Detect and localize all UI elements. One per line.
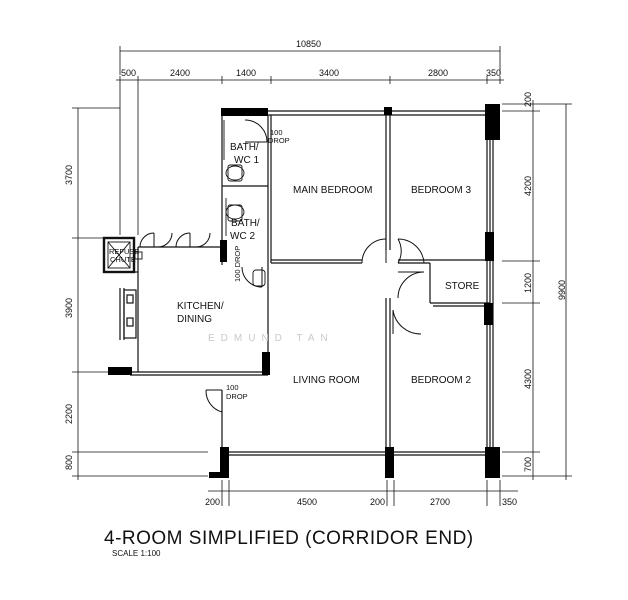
label-main-bedroom: MAIN BEDROOM [293,185,372,196]
label-bath-wc1-line2: WC 1 [234,155,259,166]
drop-labels: 100 DROP 100 DROP 100 DROP [226,128,290,401]
dim-left-3: 2200 [64,404,74,424]
dim-top-6: 350 [486,68,501,78]
room-labels: BATH/ WC 1 BATH/ WC 2 MAIN BEDROOM BEDRO… [109,142,480,386]
dim-top-2: 2400 [170,68,190,78]
label-kitchen-line1: KITCHEN/ [177,301,224,312]
label-store: STORE [445,281,480,292]
dim-bottom-5: 350 [502,497,517,507]
label-bath-wc1-line1: BATH/ [230,142,259,153]
dim-right-1: 200 [523,92,533,107]
drop-3-value: 100 [226,383,239,392]
label-bedroom-3: BEDROOM 3 [411,185,471,196]
dim-left-1: 3700 [64,165,74,185]
dim-right-3: 1200 [523,273,533,293]
plan-title: 4-ROOM SIMPLIFIED (CORRIDOR END) [104,528,474,549]
doors [139,119,425,413]
label-kitchen-line2: DINING [177,314,212,325]
structural-walls [108,104,500,478]
dim-left-4: 800 [64,455,74,470]
dim-overall-height: 9900 [557,280,567,300]
dim-bottom-3: 200 [370,497,385,507]
dim-top-4: 3400 [319,68,339,78]
dim-bottom-2: 4500 [297,497,317,507]
watermark: EDMUND TAN [208,333,334,344]
dim-right-4: 4300 [523,369,533,389]
dim-right-2: 4200 [523,176,533,196]
label-bedroom-2: BEDROOM 2 [411,375,471,386]
wall-lines [119,110,494,478]
dim-bottom-1: 200 [205,497,220,507]
drop-2-text: 100 DROP [233,246,242,282]
label-bath-wc2-line2: WC 2 [230,231,255,242]
label-living-room: LIVING ROOM [293,375,360,386]
dim-top-1: 500 [121,68,136,78]
dimension-lines [72,46,572,506]
label-refuse-line2: CHUTE [110,255,136,264]
fixtures [102,120,266,287]
dim-bottom-4: 2700 [430,497,450,507]
dim-top-5: 2800 [428,68,448,78]
dim-left-2: 3900 [64,298,74,318]
dim-right-5: 700 [523,457,533,472]
dim-overall-width: 10850 [296,39,321,49]
label-refuse-line1: REFUSE [109,247,139,256]
drop-3-text: DROP [226,392,248,401]
dim-top-3: 1400 [236,68,256,78]
dimension-texts: 10850 500 2400 1400 3400 2800 350 200 45… [64,39,567,507]
drop-1-text: DROP [268,136,290,145]
label-bath-wc2-line1: BATH/ [231,218,260,229]
drop-1-value: 100 [270,128,283,137]
plan-scale: SCALE 1:100 [112,549,161,558]
